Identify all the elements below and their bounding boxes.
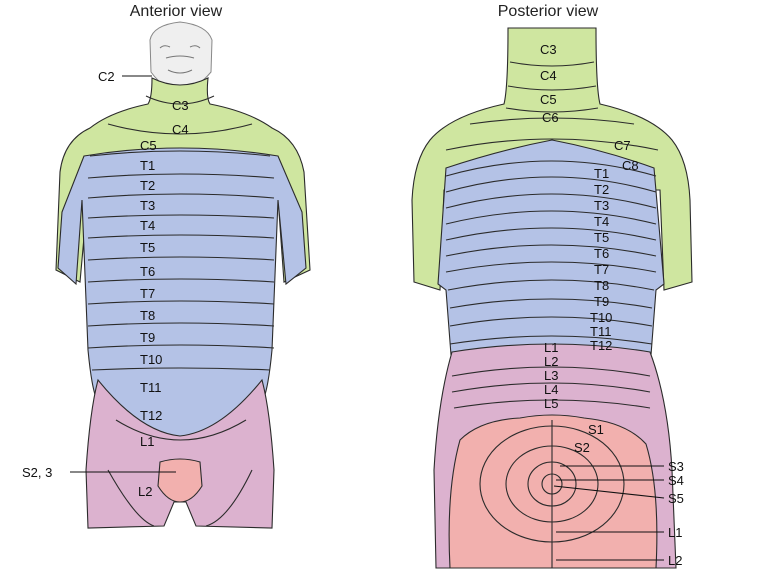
anterior-label-t6: T6	[140, 264, 155, 279]
posterior-label-s4: S4	[668, 473, 684, 488]
posterior-view-title: Posterior view	[498, 3, 599, 20]
anterior-band-lines	[87, 95, 275, 527]
posterior-label-c8: C8	[622, 158, 639, 173]
posterior-label-t6: T6	[594, 246, 609, 261]
posterior-label-t10: T10	[590, 310, 612, 325]
posterior-sacral-zone	[448, 414, 658, 569]
anterior-label-t8: T8	[140, 308, 155, 323]
posterior-label-t12: T12	[590, 338, 612, 353]
anterior-label-c5: C5	[140, 138, 157, 153]
posterior-label-c5: C5	[540, 92, 557, 107]
anterior-label-l2: L2	[138, 484, 152, 499]
posterior-label-c7: C7	[614, 138, 631, 153]
anterior-sacral-zone	[157, 458, 203, 503]
anterior-label-t2: T2	[140, 178, 155, 193]
posterior-label-t11: T11	[590, 324, 611, 339]
anterior-label-t4: T4	[140, 218, 155, 233]
posterior-label-t5: T5	[594, 230, 609, 245]
posterior-sacral-rings	[479, 420, 625, 568]
anterior-label-t5: T5	[140, 240, 155, 255]
anterior-label-t1: T1	[140, 158, 155, 173]
posterior-label-t7: T7	[594, 262, 609, 277]
posterior-label-l2: L2	[544, 354, 558, 369]
posterior-label-c3: C3	[540, 42, 557, 57]
posterior-label-s1: S1	[588, 422, 604, 437]
posterior-label-l1-leader: L1	[668, 525, 682, 540]
anterior-label-t3: T3	[140, 198, 155, 213]
posterior-label-t1: T1	[594, 166, 609, 181]
anterior-lumbar-zone	[85, 378, 275, 529]
anterior-label-l1: L1	[140, 434, 154, 449]
posterior-band-lines	[445, 61, 659, 409]
posterior-label-c4: C4	[540, 68, 557, 83]
posterior-label-s2: S2	[574, 440, 590, 455]
anterior-label-c2: C2	[98, 69, 115, 84]
anterior-view-title: Anterior view	[130, 3, 223, 20]
posterior-label-s3: S3	[668, 459, 684, 474]
posterior-label-l1: L1	[544, 340, 558, 355]
posterior-figure: Posterior view C3 C4 C5 C6 C7 C8 T1 T2 T…	[411, 3, 693, 569]
anterior-face-detail	[159, 45, 201, 74]
posterior-label-t3: T3	[594, 198, 609, 213]
anterior-cervical-zone	[55, 77, 311, 283]
s5-leader	[553, 485, 665, 499]
anterior-label-t7: T7	[140, 286, 155, 301]
anterior-label-c3: C3	[172, 98, 189, 113]
posterior-thoracic-zone	[437, 139, 665, 369]
posterior-label-t2: T2	[594, 182, 609, 197]
posterior-label-l3: L3	[544, 368, 558, 383]
posterior-label-t9: T9	[594, 294, 609, 309]
posterior-label-t8: T8	[594, 278, 609, 293]
anterior-label-s23: S2, 3	[22, 465, 52, 480]
anterior-label-t11: T11	[140, 380, 161, 395]
posterior-label-t4: T4	[594, 214, 609, 229]
anterior-label-c4: C4	[172, 122, 189, 137]
anterior-label-t9: T9	[140, 330, 155, 345]
anterior-label-t10: T10	[140, 352, 162, 367]
posterior-label-l5: L5	[544, 396, 558, 411]
posterior-label-s5: S5	[668, 491, 684, 506]
anterior-label-t12: T12	[140, 408, 162, 423]
posterior-label-l2-leader: L2	[668, 553, 682, 568]
posterior-label-c6: C6	[542, 110, 559, 125]
posterior-label-l4: L4	[544, 382, 558, 397]
anterior-figure: Anterior view C2 C3 C4 C5 T1 T2 T3 T4 T5…	[22, 3, 311, 529]
